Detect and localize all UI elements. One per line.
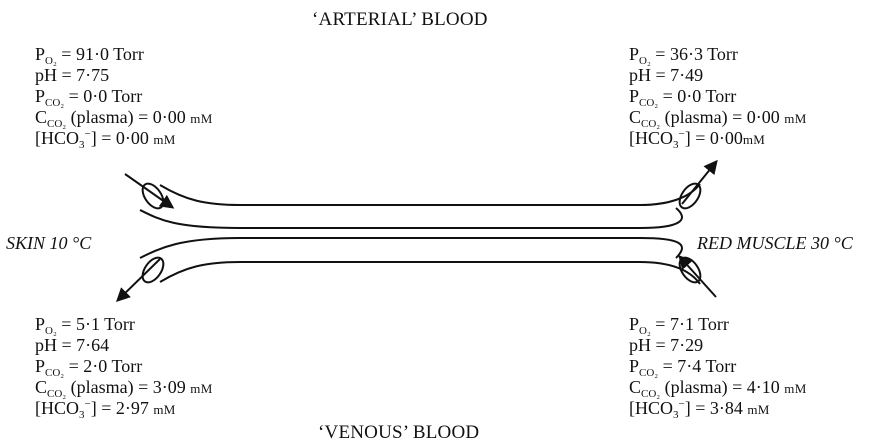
values-top-right: PO₂ = 36·3 Torr pH = 7·49 PCO₂ = 0·0 Tor… bbox=[629, 44, 807, 149]
venous-vessel-right-opening bbox=[675, 254, 704, 286]
venous-vessel-bottom-edge bbox=[160, 262, 700, 284]
venous-vessel-top-edge bbox=[140, 238, 682, 258]
ph-row: pH = 7·75 bbox=[35, 65, 213, 86]
pco2-row: PCO₂ = 2·0 Torr bbox=[35, 356, 213, 377]
hco3-row: [HCO3−] = 3·84 mM bbox=[629, 398, 807, 419]
pco2-row: PCO₂ = 0·0 Torr bbox=[35, 86, 213, 107]
arterial-vessel-bottom-edge bbox=[140, 208, 682, 228]
cco2-row: CCO₂ (plasma) = 3·09 mM bbox=[35, 377, 213, 398]
hco3-row: [HCO3−] = 0·00 mM bbox=[35, 128, 213, 149]
values-top-left: PO₂ = 91·0 Torr pH = 7·75 PCO₂ = 0·0 Tor… bbox=[35, 44, 213, 149]
ph-row: pH = 7·64 bbox=[35, 335, 213, 356]
po2-row: PO₂ = 36·3 Torr bbox=[629, 44, 807, 65]
cco2-row: CCO₂ (plasma) = 0·00 mM bbox=[35, 107, 213, 128]
pco2-row: PCO₂ = 0·0 Torr bbox=[629, 86, 807, 107]
arterial-vessel-top-edge bbox=[160, 184, 700, 205]
hco3-row: [HCO3−] = 0·00mM bbox=[629, 128, 807, 149]
values-bottom-right: PO₂ = 7·1 Torr pH = 7·29 PCO₂ = 7·4 Torr… bbox=[629, 314, 807, 419]
hco3-row: [HCO3−] = 2·97 mM bbox=[35, 398, 213, 419]
cco2-row: CCO₂ (plasma) = 4·10 mM bbox=[629, 377, 807, 398]
arterial-vessel-left-opening bbox=[138, 180, 167, 212]
ph-row: pH = 7·29 bbox=[629, 335, 807, 356]
po2-row: PO₂ = 7·1 Torr bbox=[629, 314, 807, 335]
values-bottom-left: PO₂ = 5·1 Torr pH = 7·64 PCO₂ = 2·0 Torr… bbox=[35, 314, 213, 419]
po2-row: PO₂ = 5·1 Torr bbox=[35, 314, 213, 335]
cco2-row: CCO₂ (plasma) = 0·00 mM bbox=[629, 107, 807, 128]
ph-row: pH = 7·49 bbox=[629, 65, 807, 86]
po2-row: PO₂ = 91·0 Torr bbox=[35, 44, 213, 65]
pco2-row: PCO₂ = 7·4 Torr bbox=[629, 356, 807, 377]
